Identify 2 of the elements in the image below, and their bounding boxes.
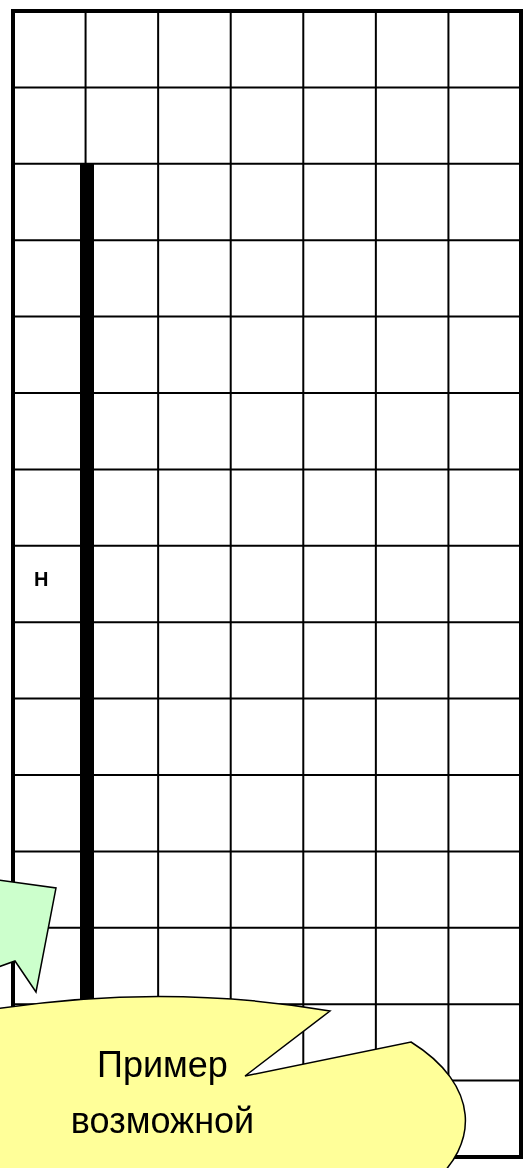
callout-text: Пример возможной [69, 1043, 256, 1143]
axis-label: H [34, 567, 49, 590]
